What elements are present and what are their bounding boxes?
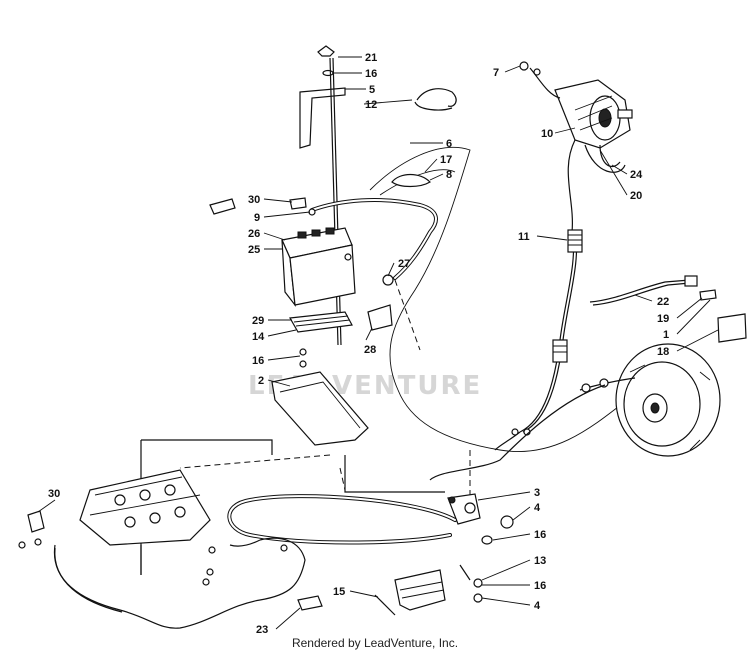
callout-27: 27 bbox=[398, 258, 410, 270]
callout-15: 15 bbox=[333, 586, 345, 598]
callout-2: 2 bbox=[258, 375, 264, 387]
callout-30: 30 bbox=[248, 194, 260, 206]
connector-19 bbox=[699, 289, 717, 301]
footer-credit: Rendered by LeadVenture, Inc. bbox=[291, 636, 459, 650]
callout-9: 9 bbox=[254, 212, 260, 224]
bracket-screw bbox=[374, 594, 396, 616]
magneto bbox=[615, 343, 721, 457]
callout-4b: 4 bbox=[534, 600, 541, 612]
engine bbox=[79, 469, 211, 546]
callout-22: 22 bbox=[657, 296, 669, 308]
solenoid-nut bbox=[519, 61, 529, 71]
inline-boot bbox=[552, 339, 568, 363]
decal bbox=[717, 313, 747, 343]
callout-19: 19 bbox=[657, 313, 669, 325]
callout-7: 7 bbox=[493, 67, 499, 79]
callout-28: 28 bbox=[364, 344, 376, 356]
callout-10: 10 bbox=[541, 128, 553, 140]
battery-pad bbox=[289, 311, 353, 333]
hold-down-bracket bbox=[299, 87, 346, 149]
callout-16c: 16 bbox=[534, 529, 546, 541]
callout-24: 24 bbox=[630, 169, 643, 181]
wing-nut bbox=[317, 45, 335, 57]
switch-nut bbox=[500, 515, 514, 529]
callout-6: 6 bbox=[446, 138, 452, 150]
callout-17: 17 bbox=[440, 154, 452, 166]
switch-bracket bbox=[394, 569, 446, 611]
callout-12: 12 bbox=[365, 99, 377, 111]
battery-tray bbox=[271, 371, 369, 446]
callout-1: 1 bbox=[663, 329, 669, 341]
callout-16b: 16 bbox=[252, 355, 264, 367]
callout-23: 23 bbox=[256, 624, 268, 636]
callout-25: 25 bbox=[248, 244, 260, 256]
harness-cable bbox=[519, 231, 575, 433]
solenoid-wire bbox=[567, 139, 576, 233]
cable-strap bbox=[416, 88, 457, 107]
callout-26: 26 bbox=[248, 228, 260, 240]
chassis-outline-inner bbox=[379, 169, 456, 196]
switch-washer bbox=[481, 535, 493, 545]
wire-harness bbox=[53, 537, 306, 629]
callout-8: 8 bbox=[446, 169, 452, 181]
callout-21: 21 bbox=[365, 52, 377, 64]
callout-11: 11 bbox=[518, 231, 530, 243]
callout-3: 3 bbox=[534, 487, 540, 499]
terminal-cap bbox=[289, 197, 307, 210]
chassis-outline bbox=[369, 146, 641, 452]
leader-dash bbox=[394, 279, 421, 351]
battery bbox=[281, 208, 356, 308]
callout-13: 13 bbox=[534, 555, 546, 567]
main-harness bbox=[227, 494, 457, 545]
terminal-cover bbox=[209, 198, 236, 215]
inline-fuse-holder bbox=[567, 229, 583, 253]
spark-plug-cap bbox=[27, 510, 45, 533]
callout-leaders bbox=[37, 56, 719, 630]
callout-30b: 30 bbox=[48, 488, 60, 500]
callout-14: 14 bbox=[252, 331, 265, 343]
key-switch bbox=[447, 493, 481, 525]
callout-labels: 21 16 5 12 6 17 8 30 9 26 25 27 29 14 28… bbox=[48, 52, 669, 636]
ground-wire bbox=[589, 279, 691, 303]
solenoid bbox=[554, 79, 633, 149]
callout-16: 16 bbox=[365, 68, 377, 80]
callout-20: 20 bbox=[630, 190, 642, 202]
callout-5: 5 bbox=[369, 84, 375, 96]
callout-18: 18 bbox=[657, 346, 669, 358]
callout-4: 4 bbox=[534, 502, 541, 514]
callout-29: 29 bbox=[252, 315, 264, 327]
battery-spacer bbox=[367, 304, 393, 331]
washer bbox=[322, 69, 334, 77]
terminal-boot bbox=[391, 173, 431, 188]
cable-nut bbox=[382, 274, 394, 286]
callout-16d: 16 bbox=[534, 580, 546, 592]
